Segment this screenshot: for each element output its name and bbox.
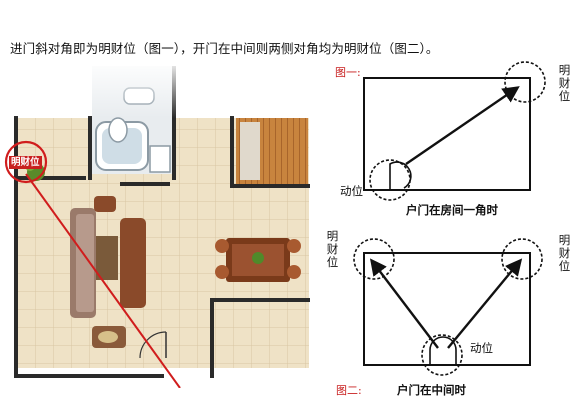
figure1-room	[363, 77, 531, 191]
figure1-corner-circle	[504, 61, 546, 103]
figure1-corner-label: 明财位	[558, 63, 571, 103]
floor-plan-illustration	[0, 58, 322, 388]
schematic-diagrams	[353, 61, 546, 376]
entrance-door	[139, 331, 167, 359]
kitchen-counter	[236, 118, 308, 184]
figure2-door-circle	[421, 334, 463, 376]
figure2-right-circle	[501, 238, 543, 280]
wealth-position-marker	[4, 140, 48, 184]
figure2-diagram	[353, 238, 543, 376]
figure1-subtitle: 户门在房间一角时	[406, 203, 498, 217]
figure1-arrow	[405, 86, 520, 165]
figure2-right-arrow	[447, 258, 523, 349]
caption-text: 进门斜对角即为明财位（图一），开门在中间则两侧对角均为明财位（图二）。	[10, 41, 439, 56]
figure2-door-label: 动位	[470, 341, 493, 355]
figure1-door-swing	[389, 161, 412, 190]
dining-table	[215, 238, 301, 282]
figure1-tag: 图一:	[335, 66, 361, 79]
figure2-subtitle: 户门在中间时	[397, 383, 466, 397]
fade-overlay	[0, 58, 322, 118]
figure2-door-swing	[429, 336, 457, 365]
figure1-diagram	[363, 61, 546, 201]
figure1-door-label: 动位	[340, 184, 363, 198]
sofa-set	[70, 196, 146, 348]
figure2-right-label: 明财位	[558, 233, 571, 273]
figure2-left-circle	[353, 238, 395, 280]
figure2-left-arrow	[369, 258, 439, 349]
figure2-room	[363, 252, 531, 366]
diagonal-line	[25, 173, 181, 388]
floor-plan-marker-label: 明财位	[9, 156, 42, 169]
walls	[14, 66, 310, 378]
figure2-tag: 图二:	[336, 384, 362, 397]
figure2-left-label: 明财位	[326, 229, 339, 269]
